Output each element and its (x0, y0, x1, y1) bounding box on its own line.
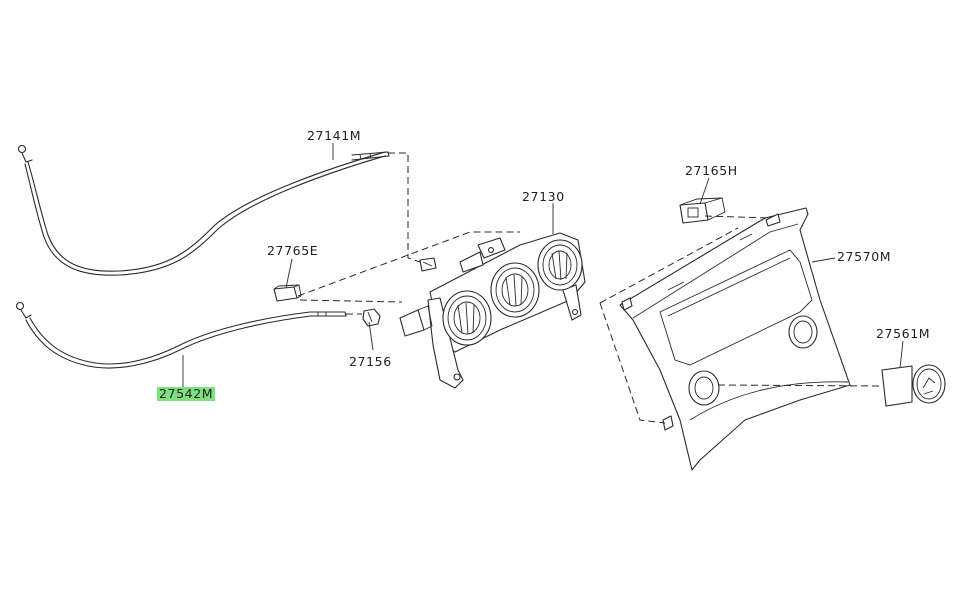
label-27542M-highlighted[interactable]: 27542M (157, 386, 216, 401)
cable-27542M (15, 301, 347, 369)
knob-right (537, 239, 583, 291)
clip-27156 (362, 308, 381, 327)
label-27765E: 27765E (267, 243, 319, 258)
knob-left (442, 290, 492, 346)
label-27156: 27156 (349, 354, 392, 369)
leader-lines (182, 143, 904, 387)
label-27561M: 27561M (876, 326, 931, 341)
label-27570M: 27570M (837, 249, 892, 264)
finisher-panel-27570M (619, 207, 851, 471)
clip-27765E (273, 284, 302, 302)
assembly-lines (297, 152, 881, 424)
switch-27561M (881, 364, 946, 407)
label-27165H: 27165H (685, 163, 738, 178)
label-27130: 27130 (522, 189, 565, 204)
label-27141M: 27141M (307, 128, 362, 143)
clip-27165H (679, 197, 726, 224)
control-unit-27130 (399, 232, 586, 389)
cable-27141M (17, 144, 390, 276)
knob-middle (490, 262, 540, 318)
